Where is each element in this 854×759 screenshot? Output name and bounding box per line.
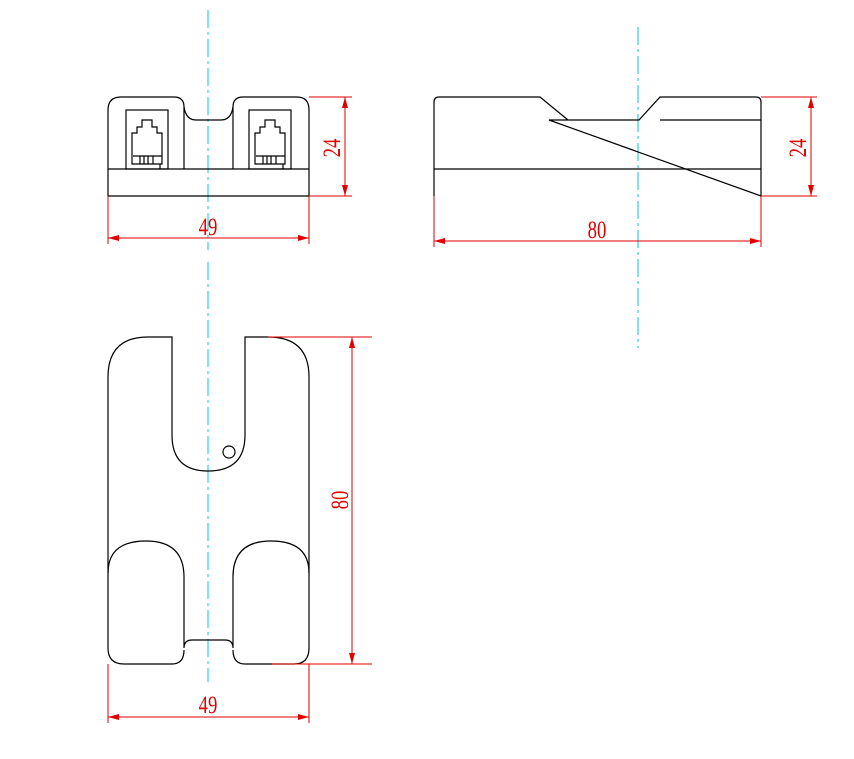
front-view (107, 96, 310, 197)
top-width-dimension: 49 (107, 664, 310, 723)
front-height-dimension: 24 (309, 96, 352, 197)
side-view (433, 96, 762, 197)
side-length-label: 80 (588, 215, 607, 243)
rj-jack-right (248, 109, 292, 170)
front-height-label: 24 (317, 139, 345, 158)
front-width-label: 49 (199, 212, 218, 240)
top-view (107, 336, 310, 665)
front-width-dimension: 49 (107, 196, 310, 244)
top-length-label: 80 (325, 491, 353, 510)
side-length-dimension: 80 (433, 196, 762, 247)
side-height-label: 24 (783, 139, 811, 158)
top-width-label: 49 (199, 690, 218, 718)
side-height-dimension: 24 (761, 96, 817, 197)
rj-jack-left (125, 109, 169, 170)
top-length-dimension: 80 (268, 336, 372, 665)
mounting-hole (222, 445, 236, 459)
